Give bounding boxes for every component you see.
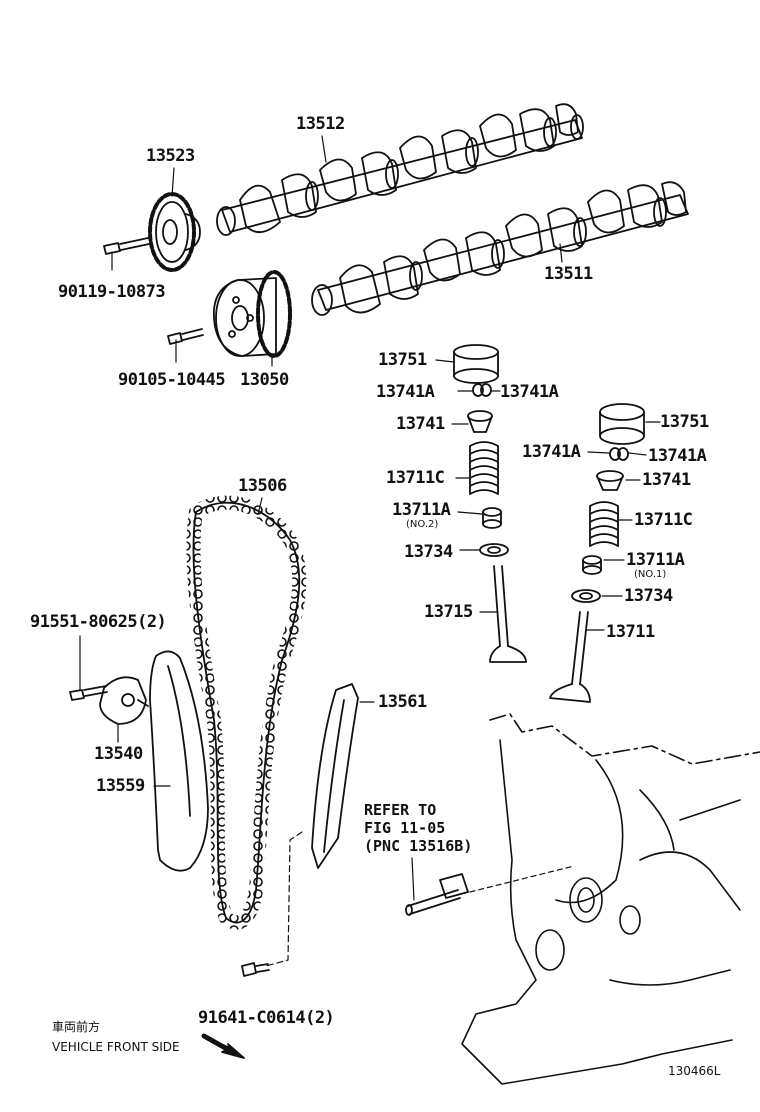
spring-top <box>469 441 499 495</box>
front-arrow-shaft <box>201 1033 239 1057</box>
label-91551-80625: 91551-80625(2) <box>30 612 167 632</box>
label-13711a-top: 13711A <box>392 500 451 520</box>
keepers-top <box>472 383 492 397</box>
label-13561: 13561 <box>378 692 427 712</box>
tensioner <box>99 676 149 725</box>
label-90105-10445: 90105-10445 <box>118 370 226 390</box>
label-13540: 13540 <box>94 744 143 764</box>
label-13711: 13711 <box>606 622 655 642</box>
seal-bottom <box>582 555 602 575</box>
camshaft-upper <box>216 103 584 236</box>
label-13741a-top-right: 13741A <box>500 382 559 402</box>
retainer-top <box>467 410 493 433</box>
reference-note-line2: FIG 11-05 <box>364 819 446 837</box>
spring-bottom <box>589 501 619 547</box>
label-13741a-bottom-right: 13741A <box>648 446 707 466</box>
engine-block <box>461 713 760 1085</box>
label-13711c-top: 13711C <box>386 468 445 488</box>
lifter-13751-top <box>453 344 499 384</box>
label-13511: 13511 <box>544 264 593 284</box>
label-13751-top: 13751 <box>378 350 427 370</box>
label-13715: 13715 <box>424 602 473 622</box>
label-13506: 13506 <box>238 476 287 496</box>
label-13734-bottom: 13734 <box>624 586 673 606</box>
valve-13715 <box>489 565 527 663</box>
bolt-90105 <box>167 328 204 345</box>
cam-sprocket <box>148 192 201 272</box>
direction-note-japanese: 車両前方 <box>52 1020 101 1034</box>
label-13559: 13559 <box>96 776 145 796</box>
timing-chain <box>186 495 307 930</box>
direction-note-english: VEHICLE FRONT SIDE <box>52 1040 180 1054</box>
label-13741-bottom: 13741 <box>642 470 691 490</box>
label-90119-10873: 90119-10873 <box>58 282 166 302</box>
label-13512: 13512 <box>296 114 345 134</box>
chain-slipper <box>149 650 209 872</box>
valve-13711 <box>549 611 591 703</box>
label-13734-top: 13734 <box>404 542 453 562</box>
label-13050: 13050 <box>240 370 289 390</box>
seal-top <box>482 507 502 529</box>
label-13711a-bottom: 13711A <box>626 550 685 570</box>
label-13741-top: 13741 <box>396 414 445 434</box>
leader-lines <box>79 135 661 787</box>
label-91641-c0614: 91641-C0614(2) <box>198 1008 335 1028</box>
bolt-91551 <box>69 685 108 701</box>
keepers-bottom <box>609 447 629 461</box>
label-13523: 13523 <box>146 146 195 166</box>
lifter-13751-bottom <box>599 403 645 445</box>
vvt-gear <box>213 270 292 358</box>
bolt-90119 <box>103 237 150 255</box>
seat-top <box>479 543 509 557</box>
bolt-91641 <box>241 962 270 977</box>
label-13741a-top-left: 13741A <box>376 382 435 402</box>
reference-note-line3: (PNC 13516B) <box>364 837 473 855</box>
camshaft-lower <box>311 181 689 316</box>
illustration-code: 130466L <box>668 1064 721 1078</box>
label-13711c-bottom: 13711C <box>634 510 693 530</box>
chain-guide <box>311 683 359 869</box>
label-13711a-bottom-sub: (NO.1) <box>634 569 667 580</box>
leader-91641 <box>265 831 303 967</box>
referenced-part <box>405 857 575 916</box>
retainer-bottom <box>596 470 624 491</box>
label-13711a-top-sub: (NO.2) <box>406 519 439 530</box>
label-13751-bottom: 13751 <box>660 412 709 432</box>
reference-note-line1: REFER TO <box>364 801 437 819</box>
label-13741a-bottom-left: 13741A <box>522 442 581 462</box>
seat-bottom <box>571 589 601 603</box>
